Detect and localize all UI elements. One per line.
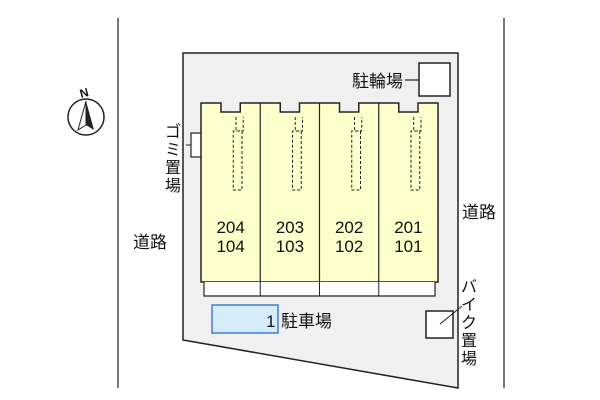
road-label-right: 道路 bbox=[462, 203, 496, 223]
bicycle-parking-label: 駐輪場 bbox=[352, 72, 403, 92]
north-arrow-icon: N bbox=[67, 85, 105, 136]
unit-number-upper: 202 bbox=[335, 218, 363, 237]
stair-outline bbox=[351, 117, 363, 191]
parking-label: 駐車場 bbox=[281, 312, 332, 332]
parking-space-1: 1 駐車場 bbox=[211, 304, 332, 334]
motorbike-parking-label: バイク置場 bbox=[461, 277, 477, 368]
north-label: N bbox=[78, 85, 90, 101]
unit-number-lower: 104 bbox=[216, 237, 244, 256]
unit-number-upper: 203 bbox=[276, 218, 304, 237]
unit-number-upper: 204 bbox=[216, 218, 244, 237]
unit-number-lower: 101 bbox=[394, 237, 422, 256]
stair-outline bbox=[292, 117, 303, 191]
parking-space-number: 1 bbox=[266, 312, 275, 331]
garbage-area-label: ゴミ置場 bbox=[165, 122, 181, 195]
stair-outline bbox=[410, 117, 422, 191]
stair-outline bbox=[232, 117, 244, 191]
garbage-area: ゴミ置場 bbox=[165, 122, 204, 195]
unit-number-upper: 201 bbox=[394, 218, 422, 237]
bicycle-parking-area: 駐輪場 bbox=[352, 62, 451, 97]
motorbike-parking-area: バイク置場 bbox=[425, 277, 477, 368]
road-label-left: 道路 bbox=[133, 233, 167, 253]
unit-number-lower: 103 bbox=[276, 237, 304, 256]
unit-number-lower: 102 bbox=[335, 237, 363, 256]
